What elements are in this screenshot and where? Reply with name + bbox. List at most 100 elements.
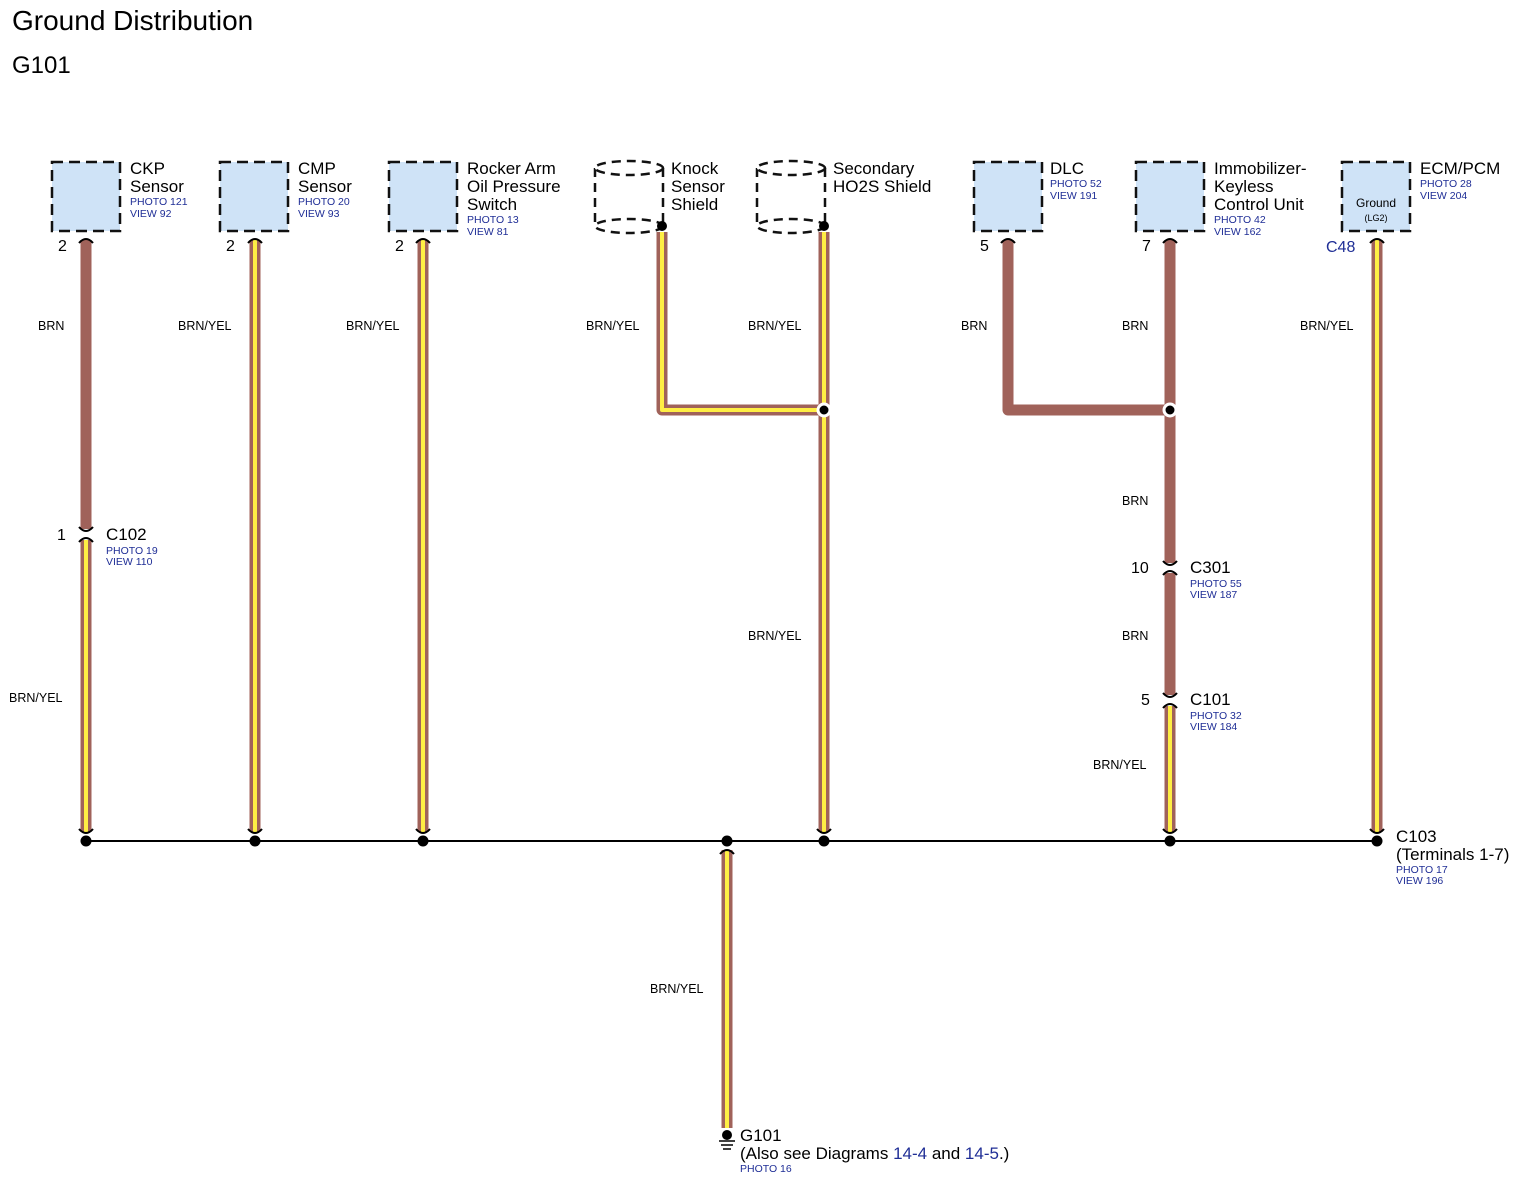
c103-note: (Terminals 1-7): [1396, 845, 1509, 864]
dlc-box[interactable]: [972, 160, 1044, 233]
connector-c103[interactable]: C103 (Terminals 1-7) PHOTO 17 VIEW 196: [1396, 827, 1509, 887]
page-title: Ground Distribution: [12, 5, 253, 36]
c301-lower-cap: [1162, 570, 1178, 576]
g101-note-suffix: .): [999, 1144, 1009, 1163]
knock-sensor-shield[interactable]: Knock Sensor Shield: [593, 159, 725, 235]
bus-cap-4: [1162, 828, 1178, 834]
ckp-sensor[interactable]: CKP Sensor PHOTO 121 VIEW 92 2: [50, 159, 188, 255]
splice-ho2s: [816, 402, 832, 418]
ground-upper-cap: [719, 849, 735, 855]
ckp-pin-number: 2: [58, 238, 67, 255]
c102-view-link[interactable]: VIEW 110: [106, 556, 153, 568]
wire-label-immob-3: BRN: [1122, 629, 1148, 643]
ckp-view-link[interactable]: VIEW 92: [130, 208, 172, 220]
immob-name-2: Keyless: [1214, 177, 1274, 196]
wires-group: [78, 232, 1385, 1128]
bus-junction-0: [80, 835, 92, 847]
dlc-photo-link[interactable]: PHOTO 52: [1050, 178, 1102, 190]
wire-label-immob-2: BRN: [1122, 494, 1148, 508]
connector-c102[interactable]: 1 C102 PHOTO 19 VIEW 110: [57, 525, 158, 568]
ecm-pcm-box[interactable]: [1340, 160, 1412, 233]
rocker-name-3: Switch: [467, 195, 517, 214]
c101-name: C101: [1190, 690, 1231, 709]
c301-photo-link[interactable]: PHOTO 55: [1190, 578, 1242, 590]
rocker-arm-switch[interactable]: Rocker Arm Oil Pressure Switch PHOTO 13 …: [387, 159, 561, 255]
bus-cap-2: [415, 828, 431, 834]
wire-label-knock: BRN/YEL: [586, 319, 640, 333]
c301-upper-cap: [1162, 560, 1178, 566]
ckp-name-1: CKP: [130, 159, 165, 178]
ecm-photo-link[interactable]: PHOTO 28: [1420, 178, 1472, 190]
knock-shield-bottom: [593, 217, 665, 235]
splice-immob: [1162, 402, 1178, 418]
wire-label-ckp-upper: BRN: [38, 319, 64, 333]
ground-icon: [719, 1130, 735, 1150]
cmp-pin-cap: [247, 238, 263, 244]
cmp-photo-link[interactable]: PHOTO 20: [298, 196, 350, 208]
ckp-sensor-box[interactable]: [50, 160, 122, 233]
connector-c101[interactable]: 5 C101 PHOTO 32 VIEW 184: [1141, 690, 1242, 733]
ho2s-shield-sides: [755, 168, 827, 226]
ho2s-shield-top: [755, 159, 827, 177]
knock-shield-terminal: [657, 221, 667, 231]
c101-view-link[interactable]: VIEW 184: [1190, 721, 1237, 733]
ground-g101[interactable]: G101 (Also see Diagrams 14-4 and 14-5.) …: [719, 1126, 1009, 1175]
ckp-photo-link[interactable]: PHOTO 121: [130, 196, 188, 208]
c301-view-link[interactable]: VIEW 187: [1190, 589, 1237, 601]
ho2s-shield[interactable]: Secondary HO2S Shield: [755, 159, 931, 235]
ecm-inner-label-2: (LG2): [1364, 213, 1387, 223]
g101-photo-link[interactable]: PHOTO 16: [740, 1163, 792, 1175]
immob-view-link[interactable]: VIEW 162: [1214, 226, 1261, 238]
connector-c301[interactable]: 10 C301 PHOTO 55 VIEW 187: [1131, 558, 1242, 601]
c101-photo-link[interactable]: PHOTO 32: [1190, 710, 1242, 722]
dlc-view-link[interactable]: VIEW 191: [1050, 190, 1097, 202]
c102-photo-link[interactable]: PHOTO 19: [106, 545, 158, 557]
diagram-14-4-link[interactable]: 14-4: [893, 1144, 927, 1163]
immob-pin-cap: [1162, 238, 1178, 244]
rocker-arm-switch-box[interactable]: [387, 160, 459, 233]
ecm-view-link[interactable]: VIEW 204: [1420, 190, 1467, 202]
wire-label-immob-4: BRN/YEL: [1093, 758, 1147, 772]
ecm-pcm[interactable]: Ground (LG2) ECM/PCM PHOTO 28 VIEW 204 C…: [1326, 159, 1500, 256]
cmp-name-2: Sensor: [298, 177, 352, 196]
bus-cap-5: [1369, 828, 1385, 834]
c103-name: C103: [1396, 827, 1437, 846]
c103-photo-link[interactable]: PHOTO 17: [1396, 864, 1448, 876]
dlc-connector[interactable]: DLC PHOTO 52 VIEW 191 5: [972, 159, 1102, 255]
knock-name-2: Sensor: [671, 177, 725, 196]
cmp-name-1: CMP: [298, 159, 336, 178]
immob-photo-link[interactable]: PHOTO 42: [1214, 214, 1266, 226]
immobilizer-box[interactable]: [1134, 160, 1206, 233]
rocker-name-2: Oil Pressure: [467, 177, 561, 196]
rocker-view-link[interactable]: VIEW 81: [467, 226, 509, 238]
wire-dlc: [1002, 240, 1170, 416]
immob-name-3: Control Unit: [1214, 195, 1304, 214]
knock-name-3: Shield: [671, 195, 718, 214]
ckp-name-2: Sensor: [130, 177, 184, 196]
cmp-sensor[interactable]: CMP Sensor PHOTO 20 VIEW 93 2: [218, 159, 352, 255]
g101-name: G101: [740, 1126, 782, 1145]
ecm-connector-link[interactable]: C48: [1326, 239, 1355, 256]
rocker-name-1: Rocker Arm: [467, 159, 556, 178]
cmp-view-link[interactable]: VIEW 93: [298, 208, 340, 220]
rocker-photo-link[interactable]: PHOTO 13: [467, 214, 519, 226]
wire-label-ho2s-lower: BRN/YEL: [748, 629, 802, 643]
ckp-pin-cap: [78, 238, 94, 244]
bus-junction-4: [818, 835, 830, 847]
wire-label-dlc: BRN: [961, 319, 987, 333]
immobilizer-unit[interactable]: Immobilizer- Keyless Control Unit PHOTO …: [1134, 159, 1307, 255]
wire-label-cmp: BRN/YEL: [178, 319, 232, 333]
bus-junction-3: [721, 835, 733, 847]
bus-junction-2: [417, 835, 429, 847]
knock-name-1: Knock: [671, 159, 719, 178]
ecm-pin-cap: [1369, 238, 1385, 244]
c101-lower-cap: [1162, 703, 1178, 709]
c102-name: C102: [106, 525, 147, 544]
c101-pin: 5: [1141, 692, 1150, 709]
diagram-14-5-link[interactable]: 14-5: [965, 1144, 999, 1163]
ecm-name: ECM/PCM: [1420, 159, 1500, 178]
c103-view-link[interactable]: VIEW 196: [1396, 875, 1443, 887]
wire-label-rocker: BRN/YEL: [346, 319, 400, 333]
cmp-sensor-box[interactable]: [218, 160, 290, 233]
